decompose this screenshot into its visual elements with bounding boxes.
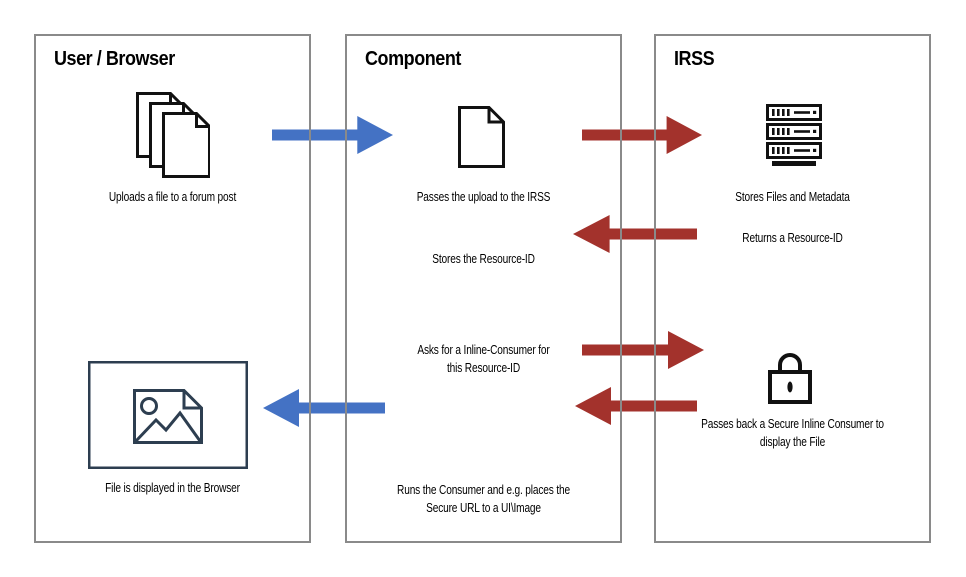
arrow-pass-upload-component-to-irss: [582, 116, 702, 154]
arrow-returns-rid-irss-to-component: [573, 215, 697, 253]
document-icon: [458, 106, 505, 168]
label-line: Asks for a Inline-Consumer for: [417, 342, 550, 357]
lock-icon: [768, 348, 812, 404]
right-arrow-icon: [272, 116, 393, 154]
files-stack-icon: [136, 92, 210, 178]
label-passes-back-consumer: Passes back a Secure Inline Consumer to …: [684, 415, 900, 451]
column-user-browser: User / Browser: [34, 34, 311, 543]
right-arrow-icon: [582, 331, 704, 369]
column-title: IRSS: [674, 48, 715, 70]
label-runs-consumer: Runs the Consumer and e.g. places the Se…: [375, 481, 591, 517]
left-arrow-icon: [263, 389, 385, 427]
label-returns-resource-id: Returns a Resource-ID: [742, 230, 843, 245]
server-stack-icon: [766, 104, 822, 167]
label-stores-resource-id: Stores the Resource-ID: [432, 251, 535, 266]
column-irss: IRSS: [654, 34, 931, 543]
left-arrow-icon: [573, 215, 697, 253]
column-component: Component: [345, 34, 622, 543]
right-arrow-icon: [582, 116, 702, 154]
label-line: Secure URL to a UI\Image: [426, 500, 541, 515]
label-asks-inline-consumer: Asks for a Inline-Consumer for this Reso…: [375, 341, 591, 377]
column-title: Component: [365, 48, 461, 70]
arrow-passes-back-irss-to-component: [575, 387, 697, 425]
arrow-upload-user-to-component: [272, 116, 393, 154]
label-stores-files-metadata: Stores Files and Metadata: [735, 189, 850, 204]
label-file-displayed: File is displayed in the Browser: [105, 480, 240, 495]
column-title: User / Browser: [54, 48, 175, 70]
image-display-icon: [88, 361, 248, 469]
arrow-display-component-to-user: [263, 389, 385, 427]
label-line: Passes back a Secure Inline Consumer to: [701, 416, 884, 431]
label-line: Runs the Consumer and e.g. places the: [397, 482, 570, 497]
left-arrow-icon: [575, 387, 697, 425]
arrow-asks-consumer-component-to-irss: [582, 331, 704, 369]
label-line: display the File: [759, 434, 826, 449]
label-passes-upload: Passes the upload to the IRSS: [416, 189, 551, 204]
label-uploads-file: Uploads a file to a forum post: [108, 189, 237, 204]
label-line: this Resource-ID: [446, 360, 521, 375]
